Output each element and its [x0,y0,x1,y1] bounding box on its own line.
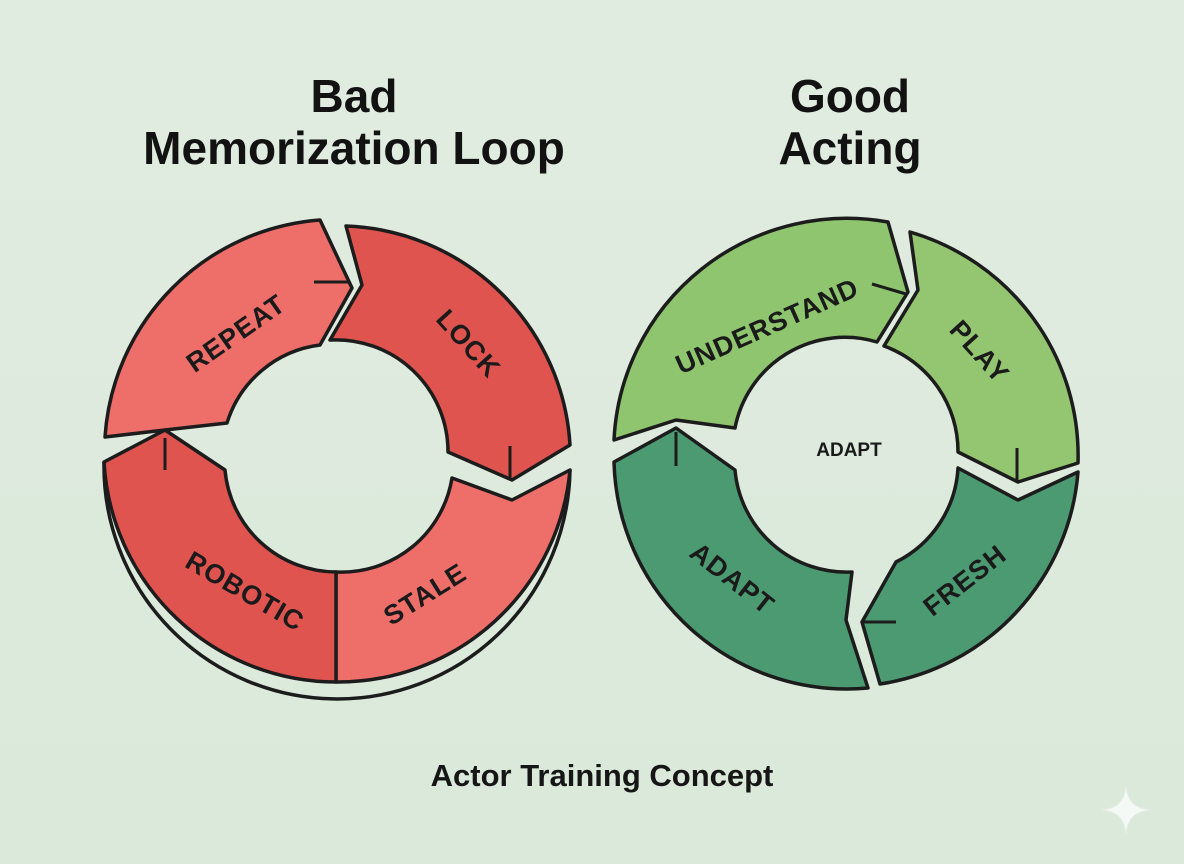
good-segment-understand [612,216,910,442]
good-segment-play [882,230,1080,484]
good-arrow-tick-understand [871,282,907,296]
bad-cycle-outline-bottom [102,461,572,701]
good-segment-fresh [860,466,1080,686]
bad-segment-stale [334,468,572,684]
sparkle-icon [1101,785,1151,835]
bad-segment-repeat [103,218,354,439]
good-acting-title: Good Acting [660,70,1040,174]
bad-segment-lock [328,224,572,482]
bad-segment-robotic [102,428,338,684]
good-segment-adapt [612,426,870,691]
good-acting-title-line1: Good [789,70,911,122]
bad-loop-title-line2: Memorization Loop [143,122,565,174]
diagram-caption: Actor Training Concept [430,758,774,793]
bad-loop-title-line1: Bad [310,70,398,122]
good-acting-title-line2: Acting [778,122,922,174]
bad-cycle: REPEAT LOCK STALE ROBOTIC [102,218,572,701]
good-center-label: ADAPT [816,440,882,461]
bad-loop-title: Bad Memorization Loop [60,70,648,174]
good-cycle: UNDERSTAND PLAY FRESH ADAPT ADAPT [612,216,1080,691]
